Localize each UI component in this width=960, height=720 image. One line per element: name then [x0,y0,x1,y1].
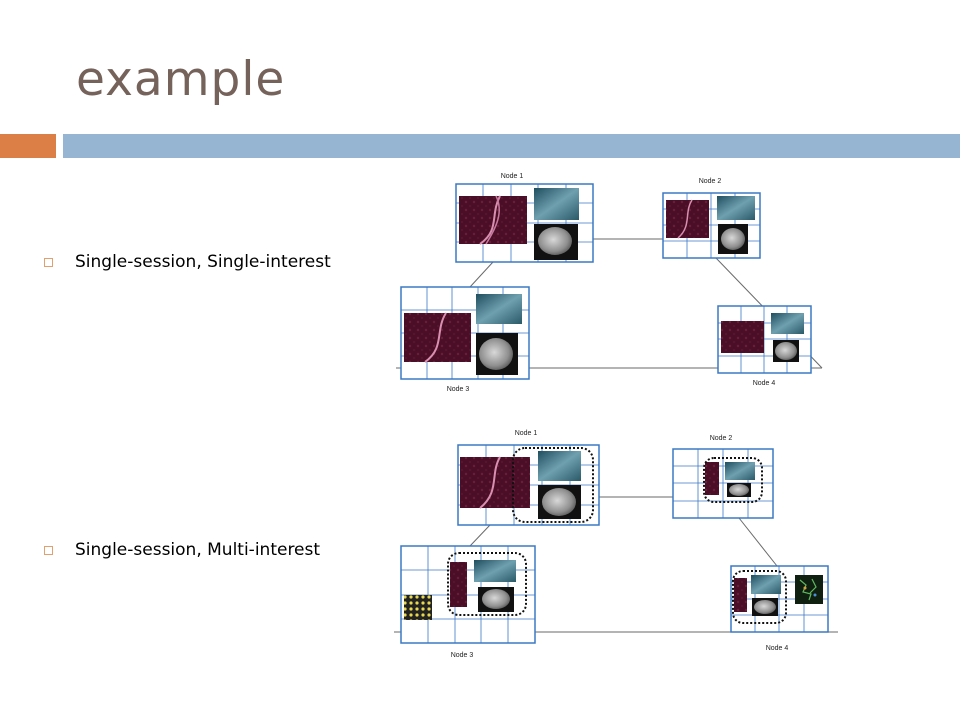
bullet-item: Single-session, Single-interest [44,252,331,272]
molecule-image [476,294,522,324]
node-label: Node 4 [753,380,776,387]
molecule-image [534,188,579,220]
dna-image [460,457,530,508]
protein-image [404,595,432,620]
bullet-text: Single-session, Multi-interest [75,540,321,560]
node-1: Node 1 [457,430,600,526]
molecule-image [538,451,581,481]
interest-group-outline [703,457,763,503]
node-label: Node 4 [766,645,789,652]
node-label: Node 2 [699,178,722,185]
node-3: Node 3 [400,545,536,659]
title-divider-bar [63,134,960,158]
node-label: Node 3 [447,386,470,393]
interest-group-outline [447,552,527,616]
slide-title: example [76,52,286,107]
node-1: Node 1 [455,173,594,263]
node-2: Node 2 [672,435,774,519]
molecule-image [725,462,755,480]
node-4: Node 4 [717,305,812,387]
interest-group-outline [512,447,594,523]
node-2: Node 2 [662,178,761,259]
title-accent-bar [0,134,56,158]
node-label: Node 2 [710,435,733,442]
node-label: Node 1 [501,173,524,180]
molecule-image [717,196,755,220]
node-label: Node 1 [515,430,538,437]
square-bullet-icon [44,545,53,555]
bullet-item: Single-session, Multi-interest [44,540,320,560]
node-4: Node 4 [730,565,829,652]
molecule-image [771,313,804,334]
dna-image [404,313,471,362]
interest-group-outline [732,570,787,624]
dna-image [734,578,747,612]
diagram-single-interest: Node 1 Node 2 [396,173,823,393]
node-label: Node 3 [451,652,474,659]
molecule-image [751,575,781,594]
node-3: Node 3 [400,286,530,393]
dna-image [721,321,764,353]
diagram-multi-interest: Node 1 Node 2 [394,430,838,659]
molecule-image [474,560,516,582]
dna-image [450,562,467,607]
bullet-text: Single-session, Single-interest [75,252,331,272]
dna-image [705,462,719,495]
square-bullet-icon [44,257,53,267]
